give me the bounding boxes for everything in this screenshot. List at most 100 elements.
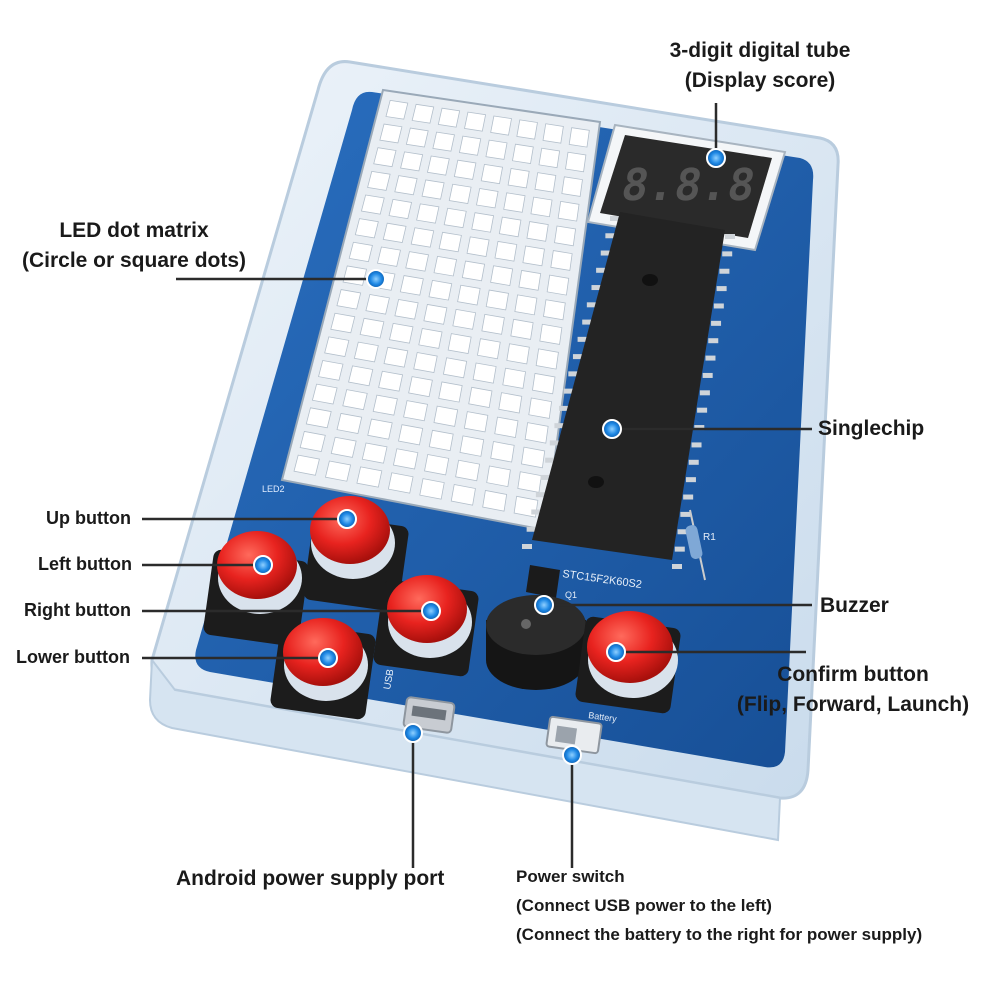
led-dot	[405, 127, 429, 148]
led-dot	[293, 454, 320, 476]
led-dot	[568, 127, 590, 148]
led-dot	[521, 446, 546, 469]
led-dot	[480, 163, 504, 185]
led-dot	[348, 365, 374, 387]
transistor: Q1	[526, 565, 577, 600]
led-dot	[516, 119, 538, 140]
led-dot	[543, 299, 566, 321]
chip-pin	[691, 442, 702, 448]
battery-marking: Battery	[588, 710, 618, 724]
right-button-label: Right button	[24, 600, 131, 620]
led-dot	[376, 246, 401, 267]
up-button-pointer-dot	[337, 509, 357, 529]
led-dot	[507, 168, 530, 189]
confirm-button-cap[interactable]	[587, 611, 678, 698]
led-dot	[400, 151, 424, 172]
chip-pin	[697, 407, 708, 413]
led-dot	[512, 143, 534, 164]
led-dot	[447, 333, 472, 355]
chip-pin	[559, 405, 570, 411]
display-digits: 8.8.8	[618, 160, 759, 211]
led-dot	[463, 411, 489, 433]
power-switch[interactable]: Battery	[545, 710, 618, 755]
chip-pin	[694, 425, 705, 431]
chip-pin	[713, 303, 724, 309]
chip-pin	[545, 457, 556, 463]
power-switch-title: Power switch	[516, 867, 625, 886]
led-dot	[311, 383, 338, 405]
chip-pin	[725, 234, 735, 239]
led-dot	[502, 367, 527, 389]
led-dot	[522, 245, 545, 267]
led-matrix-subtitle: (Circle or square dots)	[21, 249, 247, 272]
chip-pin	[554, 423, 565, 429]
led-dot	[457, 284, 481, 306]
singlechip-label: Singlechip	[818, 417, 925, 440]
led-dot	[394, 299, 419, 320]
led-dot	[426, 155, 450, 176]
led-dot	[498, 216, 522, 238]
led-dot	[443, 207, 467, 229]
led-dot	[532, 372, 556, 395]
chip-pin	[605, 233, 616, 239]
led-dot	[403, 400, 429, 422]
led-dot	[365, 294, 390, 315]
pointer-lines	[142, 103, 812, 868]
chip-pin	[708, 338, 719, 344]
lower-button-label: Lower button	[16, 647, 130, 667]
led-dot	[299, 430, 326, 452]
led-dot	[534, 172, 557, 193]
confirm-button-subtitle: (Flip, Forward, Launch)	[736, 693, 970, 716]
android-port-label: Android power supply port	[176, 867, 445, 890]
led-dot	[461, 260, 486, 282]
chip-pin	[711, 320, 722, 326]
digital-tube-pointer-dot	[706, 148, 726, 168]
led-dot	[367, 170, 391, 191]
led-dot	[324, 336, 350, 358]
led-dot	[342, 389, 368, 411]
led-dot	[539, 323, 563, 345]
led-dot	[455, 459, 481, 482]
led-dot	[486, 465, 511, 488]
led-dot	[342, 265, 368, 286]
led-dot	[485, 289, 509, 311]
led-dot	[330, 312, 356, 334]
chip-pin	[563, 388, 574, 394]
matrix-marking: LED2	[262, 484, 285, 494]
led-dot	[438, 231, 462, 253]
power-switch-line2: (Connect the battery to the right for po…	[516, 925, 923, 944]
digital-tube-display: 8.8.8	[586, 123, 787, 252]
led-dot	[421, 179, 445, 200]
left-button-label: Left button	[38, 554, 132, 574]
chip-pin	[699, 390, 710, 396]
led-dot	[528, 397, 553, 419]
led-dot	[413, 352, 438, 373]
led-dot	[550, 250, 573, 271]
led-dot	[388, 198, 413, 220]
led-dot	[477, 338, 501, 360]
led-dot	[428, 279, 453, 301]
chip-pin	[568, 371, 579, 377]
led-dot-matrix: LED2	[262, 88, 602, 532]
led-dot	[450, 484, 476, 506]
led-dot	[452, 308, 477, 330]
chip-pin	[683, 494, 694, 500]
led-dot	[410, 227, 435, 248]
led-dot	[405, 251, 429, 272]
led-dot	[359, 317, 385, 339]
led-dot	[464, 111, 487, 132]
led-matrix-label: LED dot matrix (Circle or square dots)	[0, 216, 268, 276]
led-dot	[378, 370, 404, 392]
chip-pin	[688, 459, 699, 465]
chip-pin	[531, 509, 542, 515]
led-dot	[438, 381, 463, 403]
up-button-cap[interactable]	[310, 496, 395, 579]
led-dot	[490, 265, 514, 286]
led-matrix-title: LED dot matrix	[59, 219, 209, 242]
led-dot	[494, 416, 519, 438]
buzzer-label: Buzzer	[820, 594, 889, 617]
chip-pin	[672, 564, 682, 569]
led-dot	[538, 147, 561, 169]
chip-pin	[722, 251, 733, 257]
led-dot	[437, 107, 461, 128]
